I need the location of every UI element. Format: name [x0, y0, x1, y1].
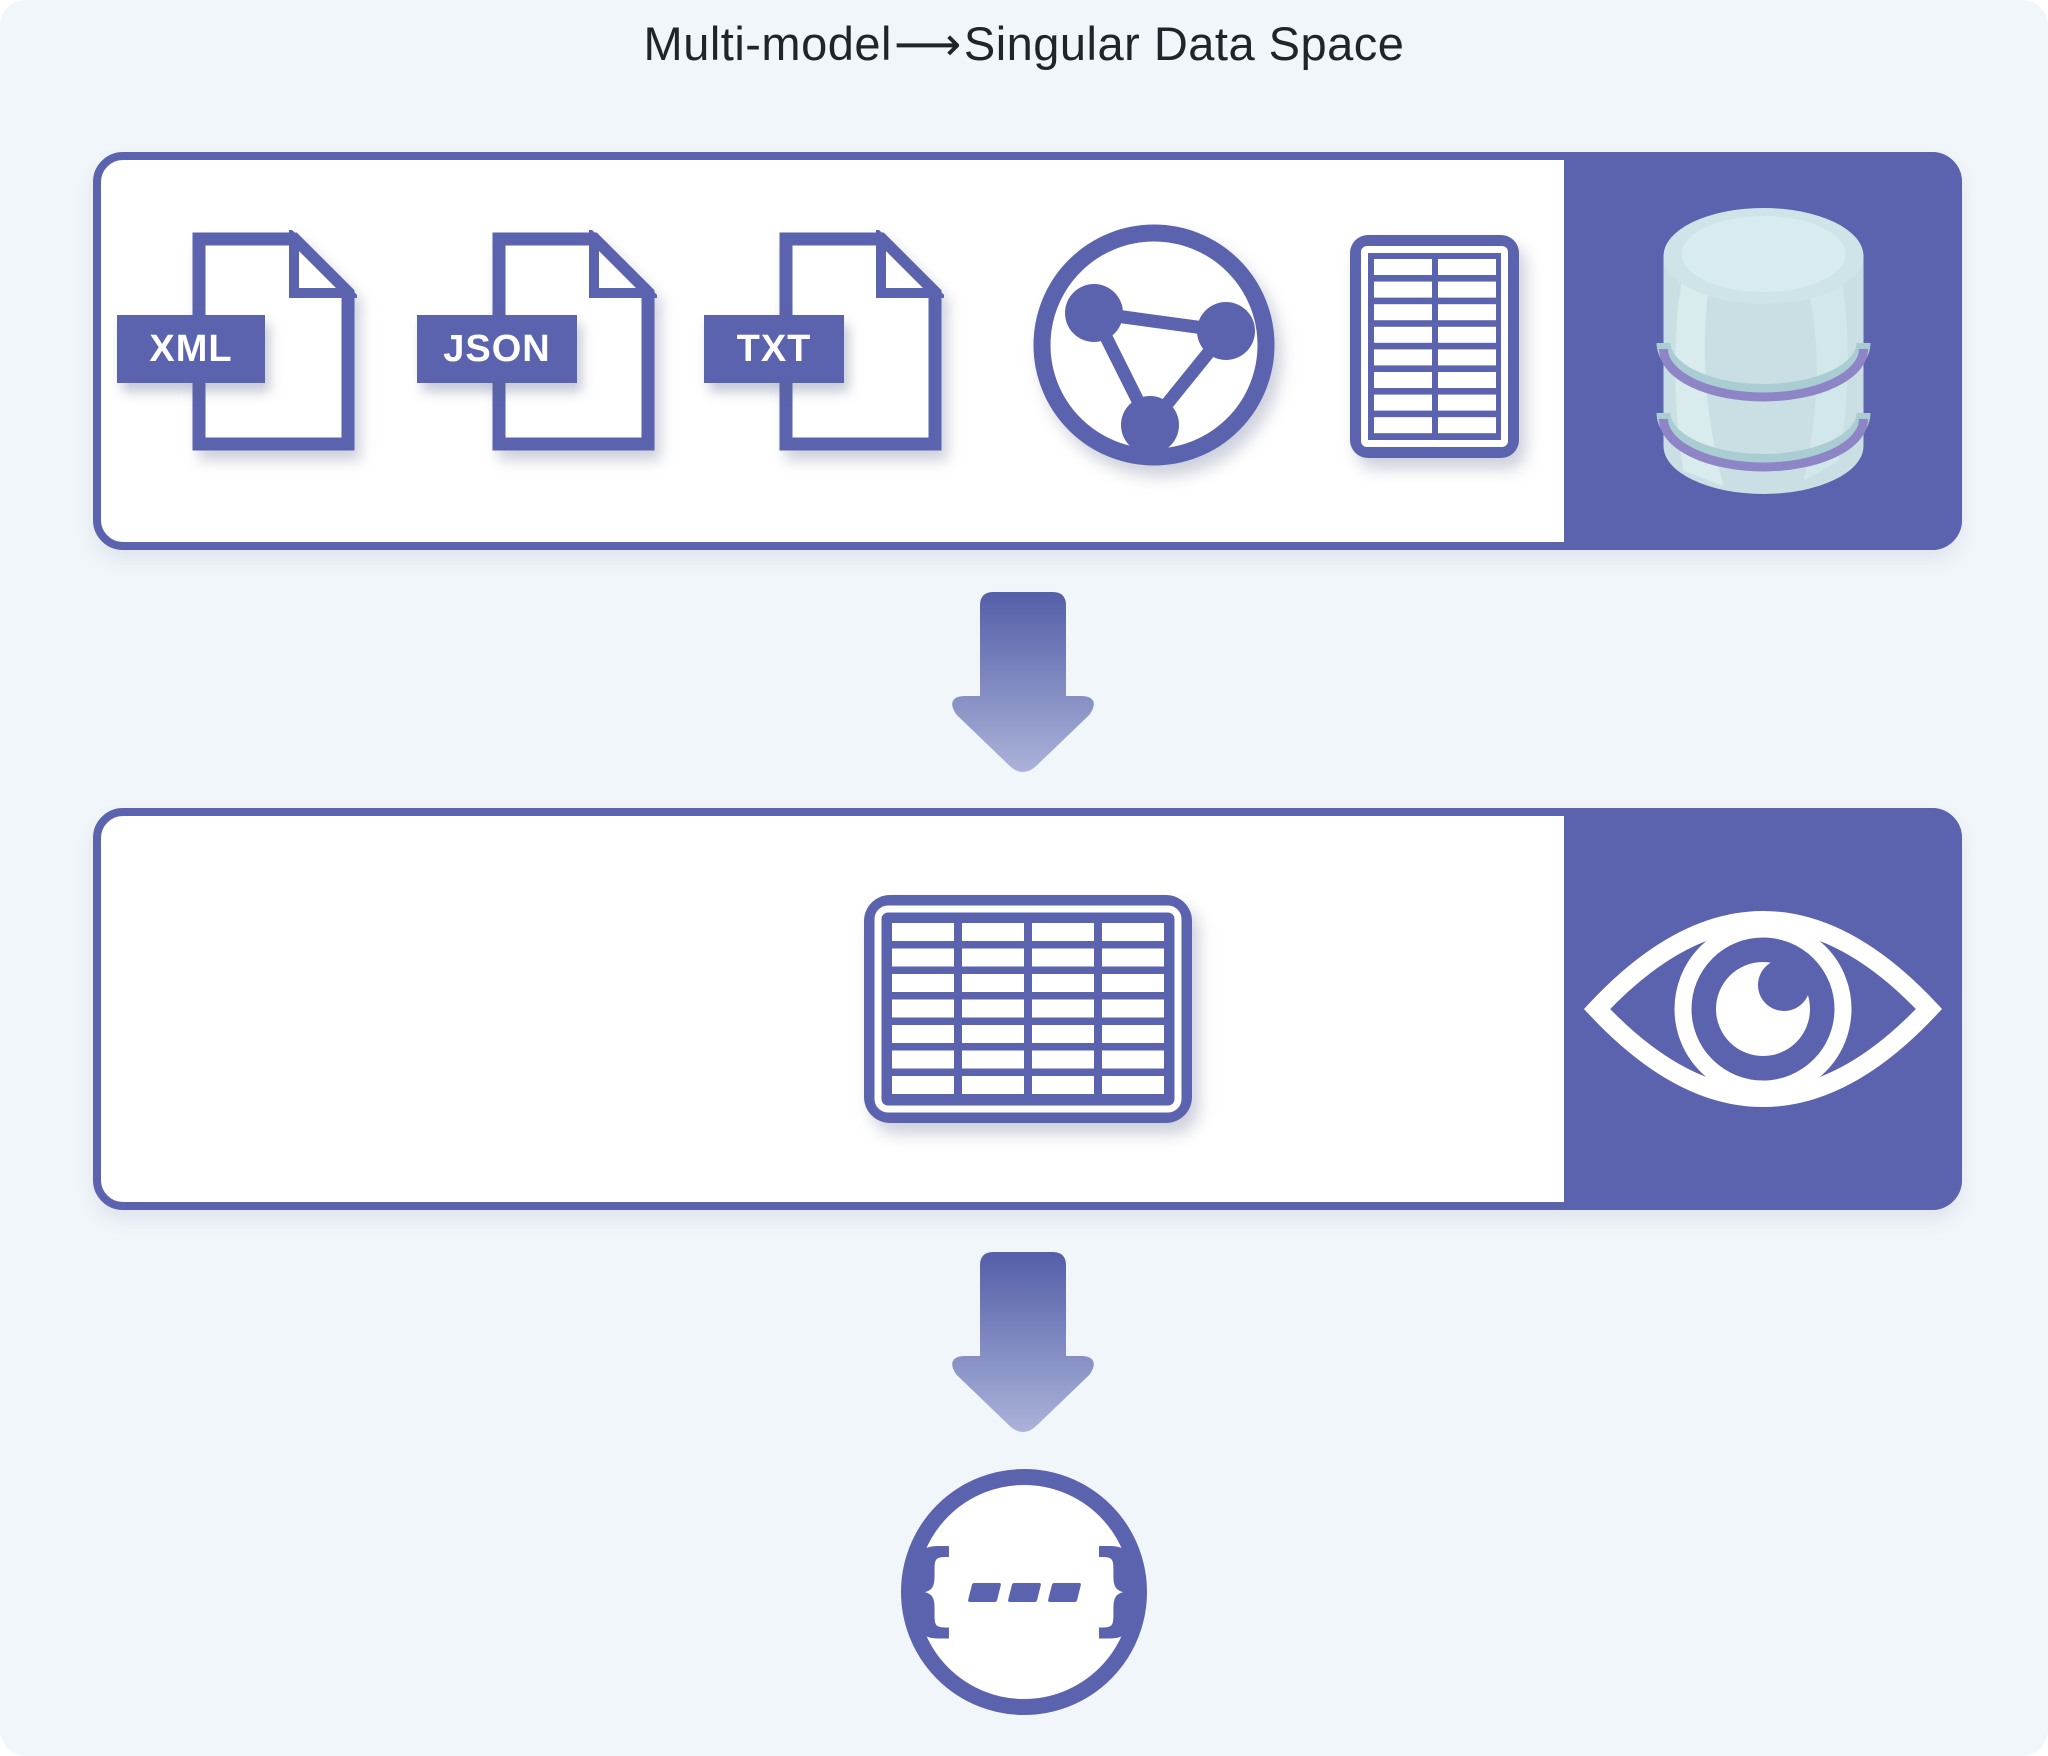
down-arrow-icon: [952, 1252, 1094, 1432]
diagram-title: Multi-model⟶Singular Data Space: [0, 16, 2048, 72]
document-shape: [779, 230, 944, 451]
title-right: Singular Data Space: [963, 17, 1405, 70]
dash: [1007, 1582, 1041, 1602]
json-file-icon: JSON: [417, 230, 657, 475]
eye-icon: [1583, 911, 1943, 1107]
json-braces-icon: { }: [890, 1469, 1158, 1715]
dash: [967, 1582, 1001, 1602]
table-icon: [863, 895, 1192, 1123]
close-brace: }: [1086, 1529, 1158, 1646]
singular-data-space-row: [93, 808, 1962, 1210]
txt-label-band: TXT: [704, 315, 844, 383]
database-panel: [1564, 152, 1962, 550]
dash: [1047, 1582, 1081, 1602]
view-panel: [1564, 808, 1962, 1210]
spreadsheet-icon: [1350, 235, 1519, 458]
graph-network-icon: [1033, 224, 1275, 466]
ellipsis-dashes: [967, 1582, 1081, 1602]
database-icon: [1656, 208, 1870, 494]
multi-model-sources-row: XML JSON TXT: [93, 152, 1962, 550]
document-shape: [192, 230, 357, 451]
open-brace: {: [890, 1529, 962, 1646]
title-arrow-icon: ⟶: [893, 17, 962, 72]
json-label-band: JSON: [417, 315, 577, 383]
xml-label-band: XML: [117, 315, 265, 383]
txt-file-icon: TXT: [704, 230, 944, 475]
down-arrow-icon: [952, 592, 1094, 772]
xml-file-icon: XML: [117, 230, 357, 475]
title-left: Multi-model: [643, 17, 892, 70]
